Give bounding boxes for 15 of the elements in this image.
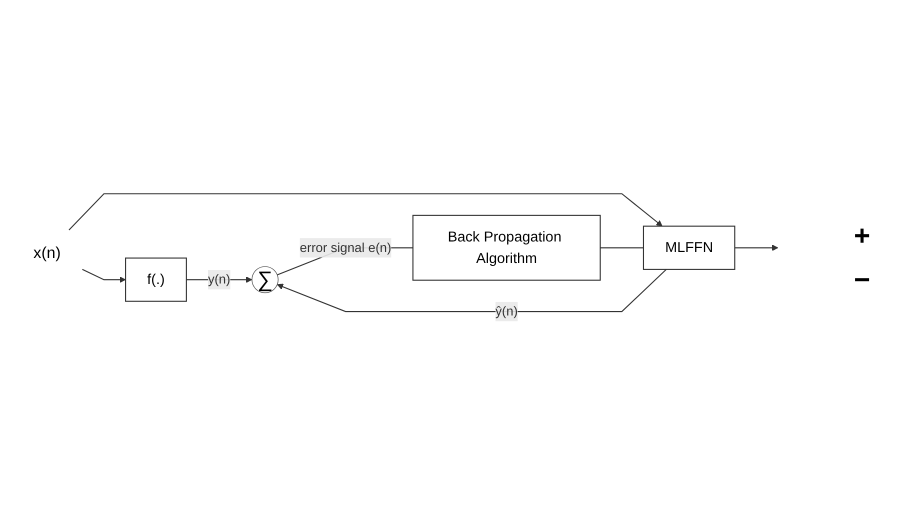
arrow (276, 269, 667, 313)
node-box: Back Propagation Algorithm (412, 215, 601, 282)
node-box: f(.) (125, 258, 187, 302)
node-text: x(n) (33, 244, 61, 262)
arrow (82, 269, 126, 284)
sign-label: − (852, 264, 872, 296)
connector (600, 248, 644, 249)
node-circle: ∑ (252, 266, 279, 294)
node-box: MLFFN (642, 226, 736, 270)
arrow (68, 194, 662, 231)
edge-label: y(n) (208, 272, 230, 287)
edge-label: error signal e(n) (300, 240, 392, 256)
arrow (734, 245, 778, 252)
edge-label: ŷ(n) (495, 304, 518, 319)
sign-label: + (852, 220, 872, 252)
